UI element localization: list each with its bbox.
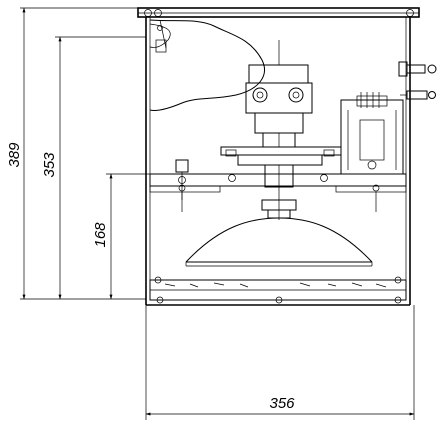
dim-label-356: 356 [269,395,295,412]
dim-label-353: 353 [41,152,58,178]
section-breakout [149,19,265,111]
sensor-head [245,40,313,148]
relay-block [340,92,404,175]
base-plate [149,276,407,304]
mounting-plate [149,173,407,212]
dimension-lines [20,7,415,420]
reflector-dish [185,199,373,267]
dim-label-389: 389 [6,142,23,168]
dim-label-168: 168 [92,222,109,248]
flange-assembly [175,146,342,220]
side-connectors [398,61,437,100]
enclosure [137,7,420,306]
